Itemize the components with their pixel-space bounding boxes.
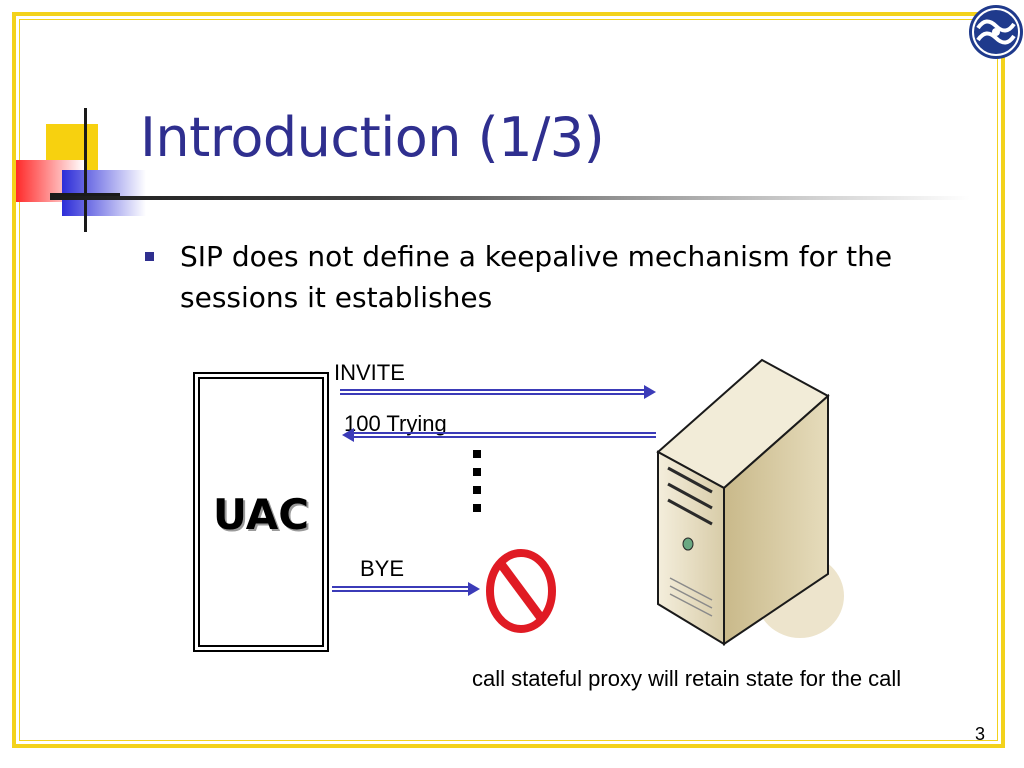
bullet-marker xyxy=(145,252,154,261)
prohibited-icon xyxy=(486,549,556,633)
proxy-caption: call stateful proxy will retain state fo… xyxy=(472,666,902,691)
title-decoration xyxy=(16,108,146,232)
university-logo-icon xyxy=(969,5,1023,59)
uac-label: UAC xyxy=(212,490,310,539)
uac-box: UAC xyxy=(193,372,329,652)
slide-border xyxy=(12,12,1005,748)
page-number: 3 xyxy=(975,724,986,744)
bye-label: BYE xyxy=(360,556,405,581)
page-title: Introduction (1/3) xyxy=(140,106,605,169)
continuation-dots xyxy=(473,450,483,522)
bullet-item: SIP does not define a keepalive mechanis… xyxy=(180,240,893,314)
trying-label: 100 Trying xyxy=(344,411,447,436)
server-tower-icon xyxy=(656,358,844,646)
invite-arrow xyxy=(340,385,656,399)
bye-arrow xyxy=(332,582,480,596)
trying-arrow xyxy=(342,428,656,442)
invite-label: INVITE xyxy=(334,360,405,385)
title-underline xyxy=(50,196,970,200)
